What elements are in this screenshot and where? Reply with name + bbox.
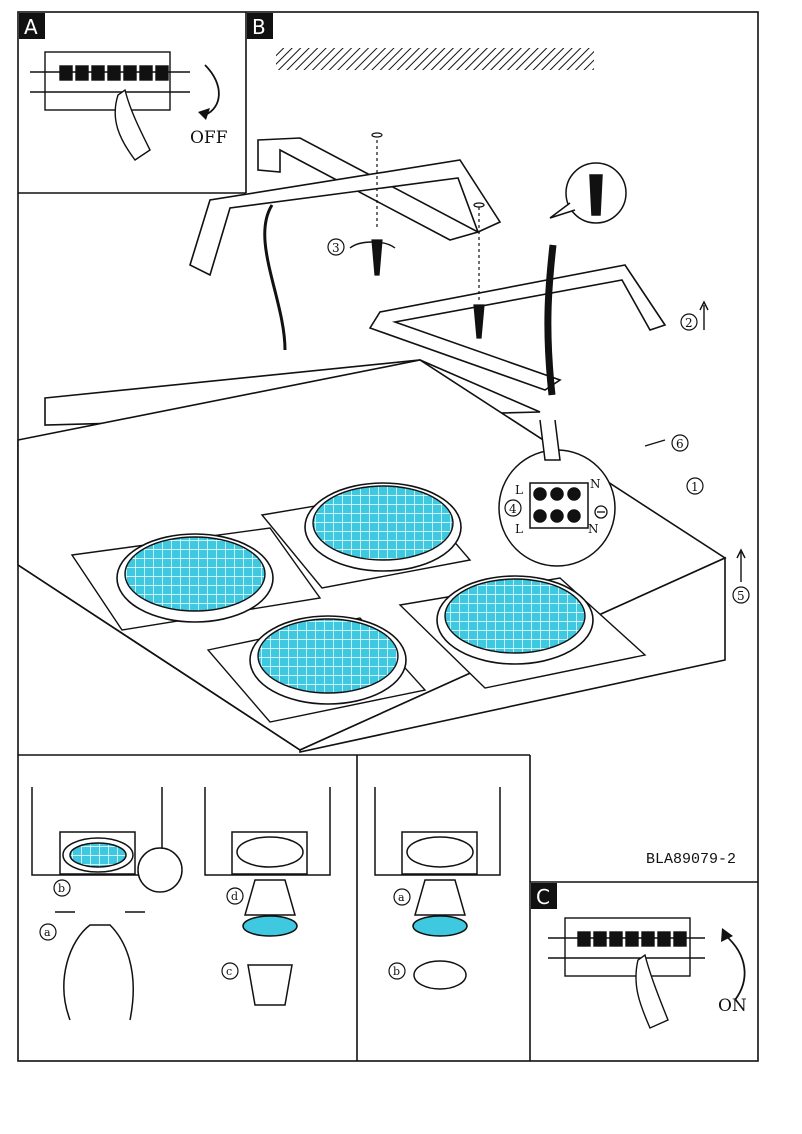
step-markers: 3 2 6 1 4 5 [327,238,750,604]
spotlight-top-right [260,482,472,589]
panel-a: A OFF [19,13,228,161]
lens-top-right [312,485,454,561]
panel-a-letter: A [24,15,38,39]
panel-b-letter: B [252,15,266,39]
ceiling-hatch [276,48,594,70]
screw-icons [371,132,485,339]
bulb-step-c: c [226,965,232,978]
lens-bottom-left [257,618,399,694]
panel-c-letter: C [536,885,550,909]
spotlight-bottom-right [398,575,647,689]
ground-cable [263,204,287,351]
circuit-breaker-icon [30,51,190,161]
arrow-down-icon [204,64,220,116]
step-5: 5 [737,589,745,603]
terminal-n-top: N [590,477,601,491]
lens-top-left [124,536,266,612]
bulb-step-d: d [231,890,238,903]
bulb-step-b: b [58,882,65,895]
terminal-l-bottom: L [515,522,523,536]
bulb-replace-panel: d c [204,787,331,1006]
bulb-removal-panel: b a [31,787,183,1021]
ground-symbol-icon [594,505,608,519]
bulb-step-a: a [44,926,51,939]
spotlight-bottom-left [206,615,427,723]
arrow-head-icon [198,108,210,120]
on-label: ON [718,996,747,1016]
circuit-breaker-on-icon [548,917,705,1029]
step-2: 2 [685,316,693,330]
spotlight-top-left [70,527,322,631]
terminal-l-top: L [515,483,523,497]
lens-panel1 [69,842,127,868]
terminal-n-bottom: N [588,522,599,536]
arrow-icons [349,241,746,582]
step-3: 3 [332,241,340,255]
step-6: 6 [676,437,684,451]
bulb-lens-panel2 [242,915,298,937]
arrow-up-icon [724,934,746,1001]
panel-c: C ON [531,883,747,1029]
doc-code: BLA89079-2 [646,851,736,868]
panel-c-label-box [531,883,557,909]
bulb-lens-panel3 [412,915,468,937]
bulb-install-panel: a b [374,787,501,990]
power-cable [544,244,557,396]
off-label: OFF [190,128,228,148]
bulb-step-a2: a [398,891,405,904]
panel-b-label-box [247,13,273,39]
terminal-block-callout [498,419,616,567]
arrow-up-head-icon [721,928,733,942]
bulb-step-b2: b [393,965,400,978]
panel-b: B [17,13,750,753]
step-1: 1 [691,480,699,494]
lens-bottom-right [444,578,586,654]
panel-a-label-box [19,13,45,39]
step-4: 4 [509,502,517,516]
wall-plug-callout [549,162,627,224]
